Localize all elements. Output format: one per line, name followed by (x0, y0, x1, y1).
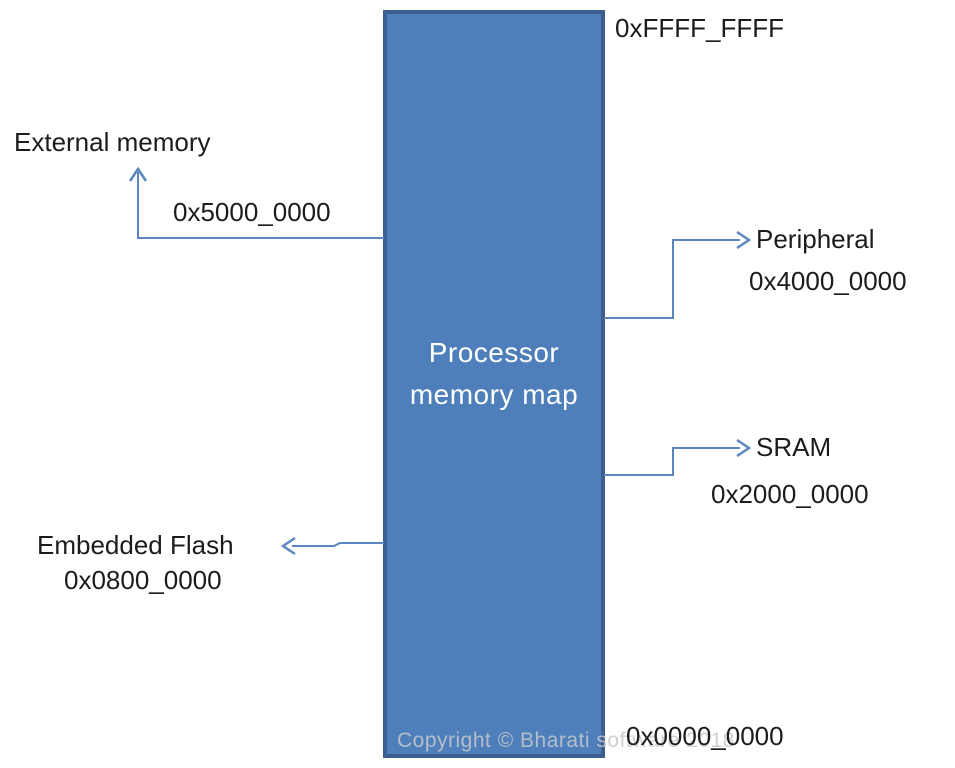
bottom-address-label: 0x0000_0000 (626, 721, 784, 751)
copyright-watermark: Copyright © Bharati software 2018 (397, 729, 735, 752)
processor-memory-map-box: Processor memory map (383, 10, 605, 758)
memory-box-title-line1: Processor (428, 337, 560, 368)
embedded-flash-arrowhead (280, 536, 296, 556)
sram-address: 0x2000_0000 (711, 479, 869, 509)
external-memory-arrowhead (128, 166, 148, 182)
embedded-flash-address: 0x0800_0000 (64, 565, 222, 595)
peripheral-address: 0x4000_0000 (749, 266, 907, 296)
peripheral-arrowhead (736, 230, 752, 250)
external-memory-label: External memory (14, 127, 211, 157)
sram-label: SRAM (756, 432, 832, 462)
memory-box-title-line2: memory map (409, 379, 579, 410)
sram-arrowhead (736, 438, 752, 458)
external-memory-address: 0x5000_0000 (173, 197, 331, 227)
external-memory-connector (137, 172, 384, 239)
peripheral-label: Peripheral (756, 224, 875, 254)
peripheral-connector (604, 239, 740, 319)
sram-connector (604, 447, 740, 476)
top-address-label: 0xFFFF_FFFF (615, 13, 784, 43)
embedded-flash-label: Embedded Flash (37, 530, 234, 560)
embedded-flash-connector (292, 542, 384, 547)
memory-box-title: Processor memory map (387, 332, 601, 416)
